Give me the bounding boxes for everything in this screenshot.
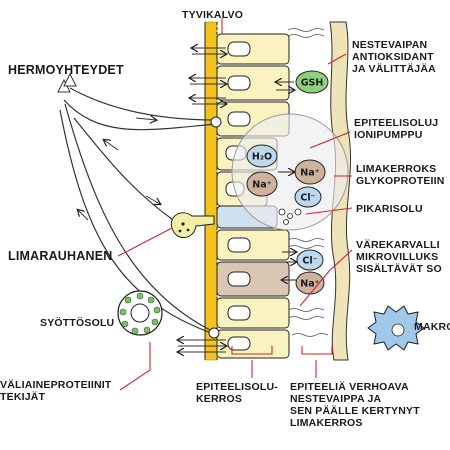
transport-arrows <box>178 48 296 352</box>
mucous-gland <box>170 212 215 238</box>
h2o-bubble <box>246 144 278 168</box>
label-nestevaippa-1: NESTEVAIPAN <box>352 39 428 51</box>
label-ionipumppu-2: IONIPUMPPU <box>354 129 423 141</box>
label-verhoava-2: NESTEVAIPPA JA <box>290 393 382 405</box>
nerve-ending <box>208 327 220 339</box>
cl-label-upper: Cl⁻ <box>300 193 315 204</box>
gsh-bubble <box>295 70 329 94</box>
label-limakerros-2: GLYKOPROTEIIN <box>356 175 445 187</box>
cl-label-lower: Cl⁻ <box>302 256 317 267</box>
label-tyvikalvo: TYVIKALVO <box>182 9 244 21</box>
layer-brackets <box>231 346 333 355</box>
label-ionipumppu-1: EPITEELISOLUJ <box>354 117 439 129</box>
label-varekarva-2: MIKROVILLUKS <box>356 251 439 263</box>
label-pikarisolu: PIKARISOLU <box>356 203 423 215</box>
label-epiteelisolukerros-1: EPITEELISOLU- <box>196 381 278 393</box>
label-verhoava-1: EPITEELIÄ VERHOAVA <box>290 381 409 393</box>
nerve-fibers <box>59 87 217 335</box>
goblet-droplets <box>278 208 302 225</box>
h2o-label: H₂O <box>252 152 272 163</box>
gsh-label: GSH <box>301 78 324 89</box>
label-syottosolu: SYÖTTÖSOLU <box>40 317 115 329</box>
label-varekarva-3: SISÄLTÄVÄT SO <box>356 263 442 275</box>
epithelial-cell <box>216 261 290 297</box>
label-limakerros-1: LIMAKERROKS <box>356 163 437 175</box>
label-valiaineproteiinit-2: TEKIJÄT <box>0 391 46 403</box>
label-nestevaippa-3: JA VÄLITTÄJÄA <box>352 63 436 75</box>
label-verhoava-3: SEN PÄÄLLE KERTYNYT <box>290 405 420 417</box>
cilia <box>287 28 329 337</box>
label-varekarva-1: VÄREKARVALLI <box>356 239 440 251</box>
label-valiaineproteiinit-1: VÄLIAINEPROTEIINIT <box>0 379 112 391</box>
label-hermoyhteydet: HERMOYHTEYDET <box>8 63 124 77</box>
label-limarauhanen: LIMARAUHANEN <box>8 249 113 263</box>
label-verhoava-4: LIMAKERROS <box>290 417 363 429</box>
signal-arrows <box>78 118 160 221</box>
cl-bubble-upper <box>294 186 322 208</box>
na-label-lower: Na⁺ <box>300 279 319 290</box>
nerve-arrowheads <box>57 72 77 93</box>
basement-membrane <box>204 21 218 361</box>
pointer-lines <box>117 18 353 391</box>
epithelial-cell <box>216 65 290 101</box>
na-label-cell: Na⁺ <box>252 180 271 191</box>
na-bubble-cell <box>246 171 278 197</box>
nerve-ending <box>210 116 222 128</box>
label-epiteelisolukerros-2: KERROS <box>196 393 243 405</box>
mast-cell-granules <box>119 292 161 335</box>
label-nestevaippa-2: ANTIOKSIDANT <box>352 51 434 63</box>
na-label-lumen: Na⁺ <box>300 168 319 179</box>
label-makro: MAKRO <box>414 321 450 333</box>
